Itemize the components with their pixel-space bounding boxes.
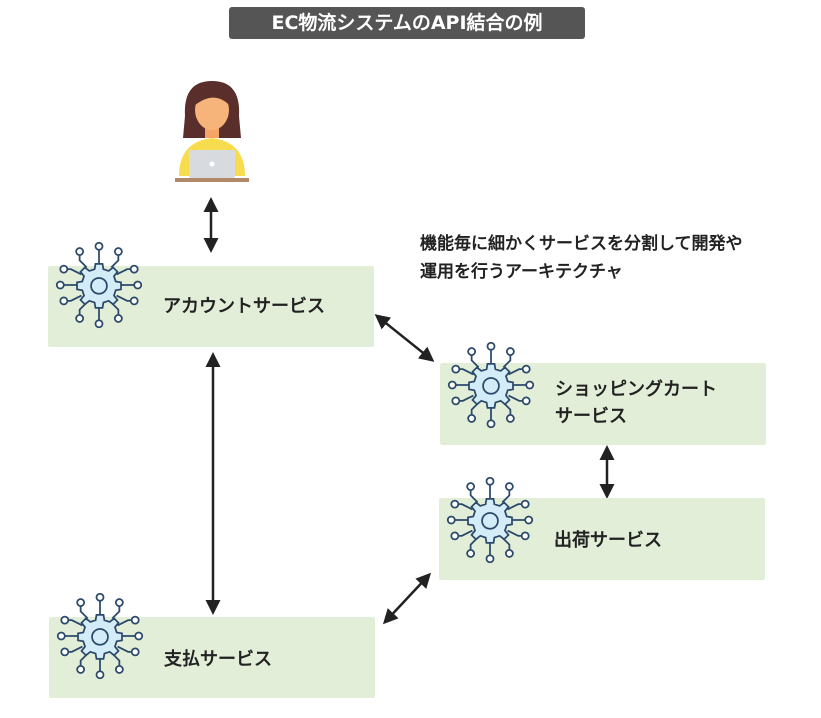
- user-with-laptop-icon: [175, 81, 249, 182]
- gear-network-icon: [446, 476, 534, 564]
- shipping-service-box: 出荷サービス: [439, 476, 765, 580]
- shipping-service-label: 出荷サービス: [554, 530, 662, 551]
- cart-service-label-line1: ショッピングカート: [555, 379, 717, 400]
- cart-service-label-line2: サービス: [555, 406, 627, 427]
- arrow-shipping-payment: [382, 572, 432, 625]
- payment-service-box: 支払サービス: [49, 592, 375, 698]
- arrow-account-cart: [374, 314, 435, 362]
- diagram-title: EC物流システムのAPI結合の例: [229, 7, 585, 39]
- payment-service-label: 支払サービス: [164, 649, 272, 670]
- gear-network-icon: [56, 592, 144, 680]
- account-service-label: アカウントサービス: [163, 296, 325, 317]
- gear-network-icon: [55, 241, 143, 329]
- account-service-box: アカウントサービス: [48, 241, 374, 347]
- note-line-1: 機能毎に細かくサービスを分割して開発や: [420, 234, 743, 254]
- gear-network-icon: [447, 341, 535, 429]
- architecture-note: 機能毎に細かくサービスを分割して開発や 運用を行うアーキテクチャ: [420, 230, 815, 286]
- note-line-2: 運用を行うアーキテクチャ: [420, 262, 623, 282]
- cart-service-box: ショッピングカート サービス: [440, 341, 766, 445]
